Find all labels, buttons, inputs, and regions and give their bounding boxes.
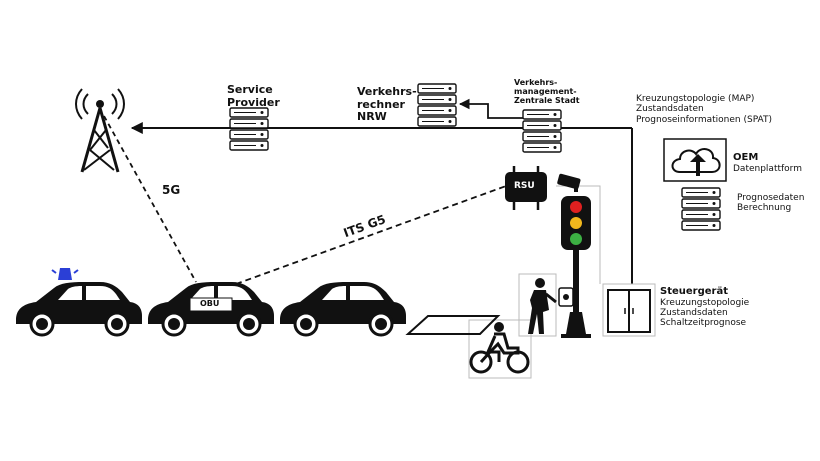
traffic-light-icon	[561, 196, 591, 338]
5g-label: 5G	[162, 183, 181, 197]
5g-link	[103, 115, 197, 283]
camera-icon	[557, 173, 581, 192]
rsu-label: RSU	[514, 181, 535, 191]
vmz-server-icon	[522, 109, 562, 153]
obu-label: OBU	[200, 299, 220, 308]
vmz-rechner-link	[458, 98, 523, 119]
steuergeraet-label: Steuergerät Kreuzungstopologie Zustandsd…	[660, 286, 750, 329]
rsu-icon	[505, 166, 547, 210]
car-icon	[278, 280, 408, 337]
police-car-icon	[14, 268, 144, 337]
push-button-icon	[558, 287, 574, 307]
antenna-tower-icon	[75, 88, 125, 173]
obu-car-icon	[146, 280, 276, 337]
verkehrsrechner-server-icon	[417, 83, 457, 127]
cabinet-icon	[602, 283, 656, 337]
crosswalk-icon	[405, 315, 501, 335]
oem-cloud-upload-icon	[663, 138, 727, 182]
pedestrian-icon	[528, 278, 557, 334]
pedestrian-frame	[518, 273, 557, 337]
vmz-label: Verkehrs-management-Zentrale Stadt	[514, 78, 580, 106]
cyclist-frame	[468, 319, 532, 379]
cyclist-icon	[469, 322, 530, 374]
prognose-server-icon	[681, 187, 721, 231]
itsg5-link	[235, 185, 507, 285]
